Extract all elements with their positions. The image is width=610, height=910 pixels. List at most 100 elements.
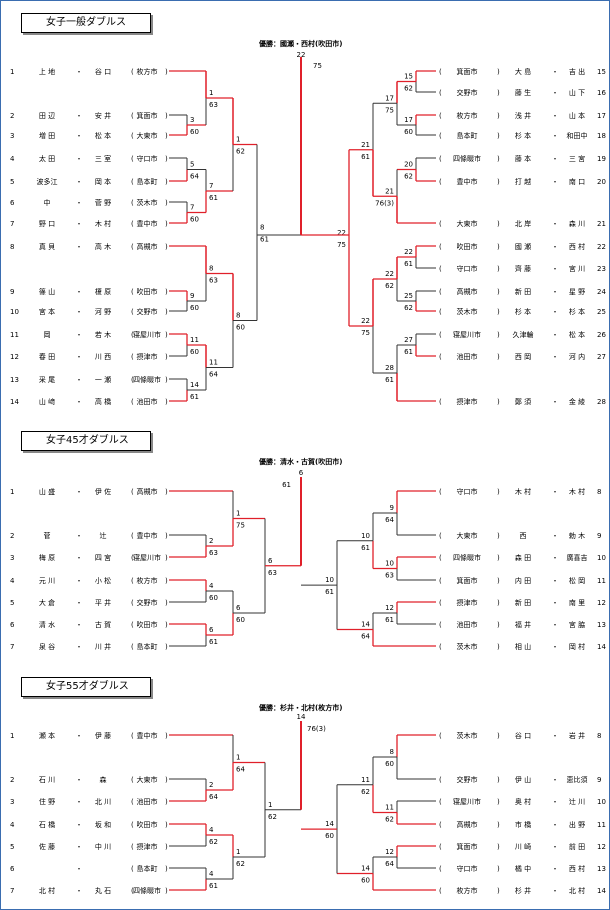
- seed-number: 28: [597, 398, 606, 406]
- club-name: 高槻市: [457, 287, 478, 296]
- club-name: 池田市: [137, 797, 158, 806]
- paren-close: ): [497, 68, 500, 76]
- paren-close: ): [497, 643, 500, 651]
- player-name: 辻 川: [569, 797, 585, 806]
- paren-open: (: [131, 288, 134, 296]
- semifinal-score: 61: [325, 588, 334, 596]
- seed-number: 12: [597, 599, 606, 607]
- player-name: 川 西: [95, 353, 111, 361]
- paren-close: ): [165, 398, 168, 406]
- paren-open: (: [439, 178, 442, 186]
- match-score: 60: [404, 128, 413, 136]
- match-score: 64: [361, 633, 370, 641]
- seed-number: 17: [597, 112, 606, 120]
- paren-close: ): [497, 331, 500, 339]
- seed-number: 26: [597, 331, 606, 339]
- player-name: 杉 本: [569, 307, 585, 316]
- name-separator: ・: [552, 155, 559, 163]
- seed-number: 8: [597, 488, 601, 496]
- seed-number: 9: [597, 776, 601, 784]
- club-name: 四條畷市: [453, 553, 481, 562]
- match-winner-number: 1: [236, 510, 240, 518]
- player-name: 金 綾: [569, 397, 585, 406]
- seed-number: 23: [597, 265, 606, 273]
- winner-label-open: 優勝：國瀬・西村(吹田市): [259, 40, 343, 48]
- player-name: 大 島: [515, 67, 531, 76]
- name-separator: ・: [552, 265, 559, 273]
- paren-close: ): [165, 798, 168, 806]
- player-name: 森: [100, 775, 107, 784]
- club-name: 箕面市: [137, 111, 158, 120]
- name-separator: ・: [552, 599, 559, 607]
- paren-open: (: [439, 554, 442, 562]
- seed-number: 2: [10, 532, 14, 540]
- winner-label-55: 優勝：杉井・北村(枚方市): [259, 704, 343, 712]
- seed-number: 8: [597, 732, 601, 740]
- club-name: 大東市: [137, 775, 158, 784]
- seed-number: 13: [597, 621, 606, 629]
- paren-open: (: [131, 621, 134, 629]
- club-name: 守口市: [457, 264, 478, 273]
- paren-close: ): [165, 353, 168, 361]
- name-separator: ・: [76, 112, 83, 120]
- paren-open: (: [439, 843, 442, 851]
- match-winner-number: 3: [190, 116, 194, 124]
- paren-close: ): [497, 798, 500, 806]
- seed-number: 15: [597, 68, 606, 76]
- name-separator: ・: [76, 865, 83, 873]
- seed-number: 11: [10, 331, 19, 339]
- match-score: 64: [190, 173, 199, 181]
- club-name: 交野市: [137, 307, 158, 316]
- match-score: 62: [404, 304, 413, 312]
- paren-open: (: [131, 243, 134, 251]
- paren-open: (: [439, 865, 442, 873]
- player-name: 浅 井: [515, 111, 531, 120]
- seed-number: 13: [10, 376, 19, 384]
- paren-close: ): [497, 398, 500, 406]
- player-name: 内 田: [515, 576, 531, 585]
- paren-close: ): [497, 112, 500, 120]
- seed-number: 13: [597, 865, 606, 873]
- player-name: 上 地: [39, 67, 55, 76]
- club-name: 島本町: [137, 177, 158, 186]
- club-name: 大東市: [457, 531, 478, 540]
- player-name: 瀬 本: [39, 731, 55, 740]
- club-name: 摂津市: [137, 842, 158, 851]
- name-separator: ・: [552, 798, 559, 806]
- player-name: 三 宮: [569, 154, 585, 163]
- name-separator: ・: [76, 68, 83, 76]
- name-separator: ・: [552, 288, 559, 296]
- player-name: 伊 藤: [95, 731, 111, 740]
- player-name: 北 村: [569, 886, 585, 895]
- paren-close: ): [165, 865, 168, 873]
- paren-close: ): [165, 821, 168, 829]
- club-name: 箕面市: [457, 67, 478, 76]
- player-name: 岡: [44, 331, 51, 339]
- seed-number: 22: [597, 243, 606, 251]
- club-name: 交野市: [457, 775, 478, 784]
- seed-number: 1: [10, 68, 14, 76]
- name-separator: ・: [76, 243, 83, 251]
- player-name: 北 村: [39, 886, 55, 895]
- player-name: 菅: [44, 531, 51, 540]
- name-separator: ・: [552, 112, 559, 120]
- paren-open: (: [439, 331, 442, 339]
- player-name: 西 村: [569, 242, 585, 251]
- name-separator: ・: [76, 132, 83, 140]
- club-name: 吹田市: [137, 820, 158, 829]
- paren-close: ): [165, 488, 168, 496]
- player-name: 橘 中: [515, 864, 531, 873]
- paren-close: ): [165, 243, 168, 251]
- player-name: 山 﨑: [39, 397, 55, 406]
- name-separator: ・: [76, 532, 83, 540]
- champion-number: 6: [299, 469, 304, 477]
- paren-close: ): [165, 132, 168, 140]
- match-winner-number: 5: [190, 161, 194, 169]
- player-name: 太 田: [39, 154, 55, 163]
- player-name: 大 倉: [39, 598, 55, 607]
- paren-close: ): [497, 288, 500, 296]
- player-name: 齊 藤: [515, 264, 531, 273]
- club-name: 摂津市: [457, 397, 478, 406]
- player-name: 平 井: [95, 598, 111, 607]
- match-winner-number: 15: [404, 73, 413, 81]
